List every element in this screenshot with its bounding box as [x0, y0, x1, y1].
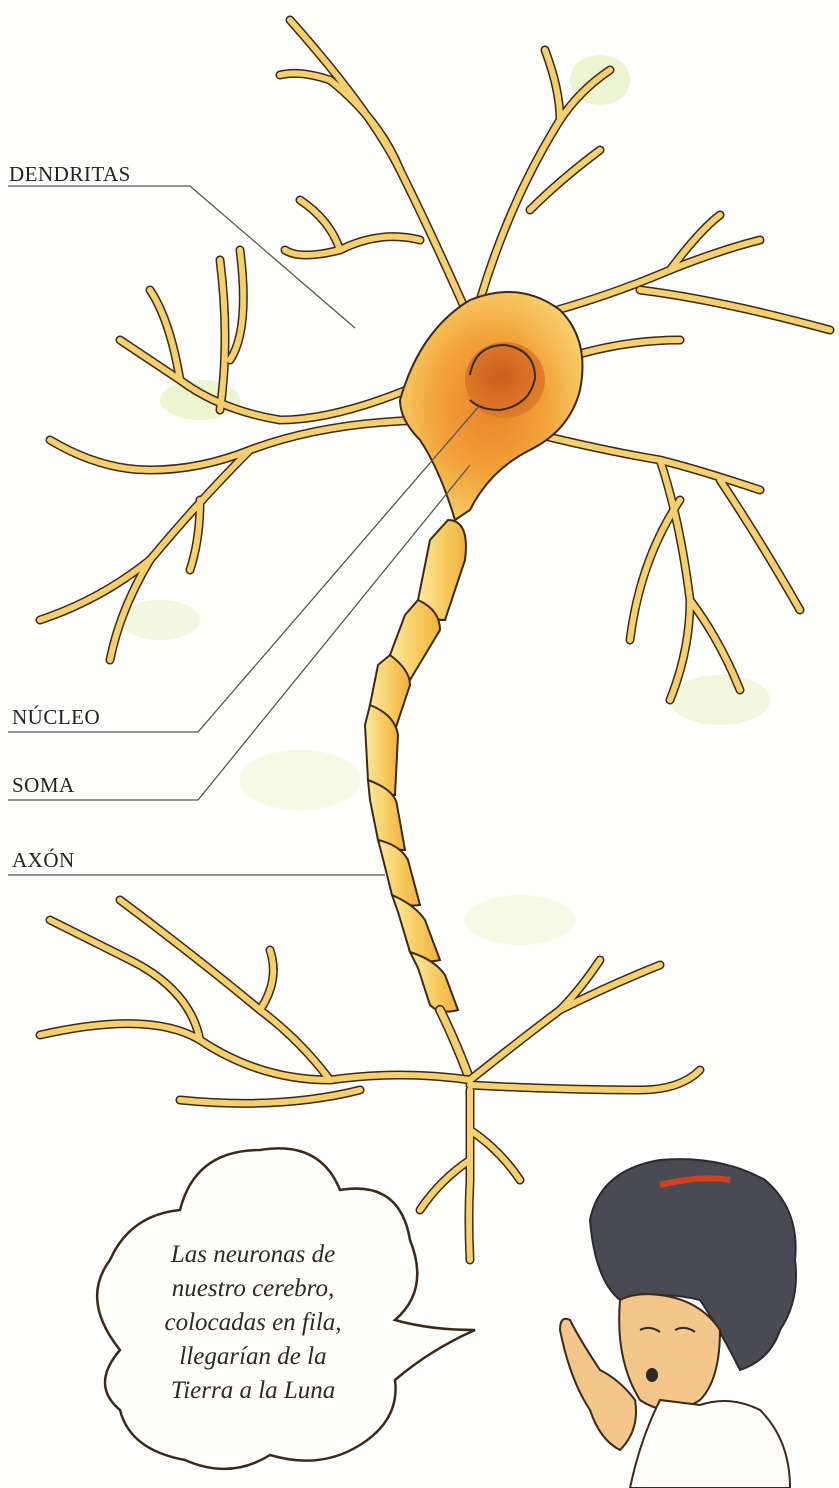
speech-line: Tierra a la Luna: [128, 1374, 378, 1408]
speech-line: colocadas en fila,: [128, 1306, 378, 1340]
label-dendritas: DENDRITAS: [9, 162, 131, 187]
speech-line: nuestro cerebro,: [128, 1272, 378, 1306]
girl-character: [560, 1159, 796, 1488]
nucleus: [465, 342, 545, 418]
speech-line: Las neuronas de: [128, 1238, 378, 1272]
label-axon: AXÓN: [12, 848, 75, 873]
label-nucleo: NÚCLEO: [12, 705, 100, 730]
axon: [365, 520, 466, 1012]
speech-line: llegarían de la: [128, 1340, 378, 1374]
speech-bubble-text: Las neuronas de nuestro cerebro, colocad…: [128, 1238, 378, 1408]
label-soma: SOMA: [12, 773, 75, 798]
